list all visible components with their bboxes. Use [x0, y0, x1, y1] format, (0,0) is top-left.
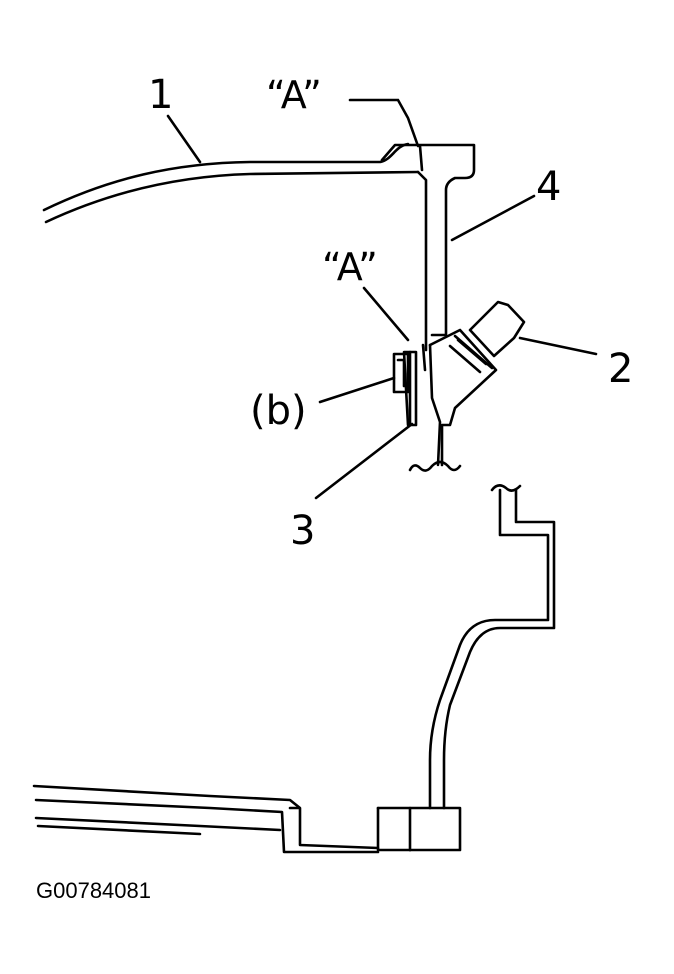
balance-weight	[402, 350, 418, 427]
label-point-a-mid: “A”	[322, 245, 378, 289]
leader-part-3	[314, 422, 414, 500]
tire-lower	[32, 784, 380, 854]
leader-point-a-top	[348, 98, 420, 148]
leader-part-1	[166, 114, 202, 164]
tire-sidewall	[42, 142, 420, 224]
label-point-a-top: “A”	[266, 73, 322, 117]
leader-part-2	[518, 336, 598, 356]
leader-part-4	[450, 194, 536, 242]
label-part-2: 2	[608, 346, 633, 392]
label-part-3: 3	[290, 508, 315, 554]
wheel-lower-section	[288, 484, 556, 852]
rim-flange-upper	[380, 143, 476, 352]
figure-code: G00784081	[36, 878, 151, 903]
leader-point-a-mid	[362, 286, 410, 342]
rim-break-line	[408, 460, 462, 472]
leader-lines	[166, 98, 598, 500]
valve-stem	[421, 300, 526, 467]
label-part-4: 4	[536, 164, 561, 210]
label-part-b: (b)	[250, 388, 307, 434]
label-part-1: 1	[148, 72, 173, 118]
leader-part-b	[318, 376, 396, 404]
